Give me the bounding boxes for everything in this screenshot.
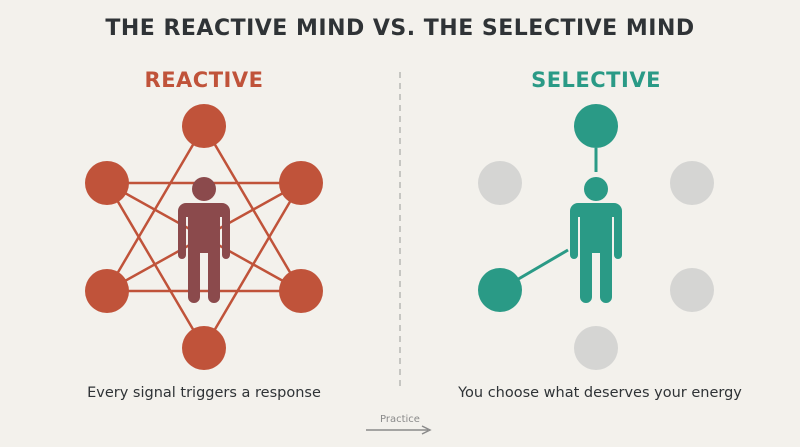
reactive-caption: Every signal triggers a response	[87, 385, 321, 401]
person-body	[178, 203, 230, 303]
person-head	[192, 177, 216, 201]
reactive-node	[85, 269, 129, 313]
connection-line	[202, 124, 303, 293]
practice-arrow	[366, 425, 432, 435]
selective-connection-left	[514, 248, 569, 283]
reactive-connections	[105, 124, 303, 350]
person-body	[570, 203, 622, 303]
page-title: THE REACTIVE MIND VS. THE SELECTIVE MIND	[105, 16, 695, 41]
selective-heading: SELECTIVE	[531, 68, 661, 92]
reactive-node	[279, 161, 323, 205]
reactive-person	[178, 177, 230, 303]
connection-line	[202, 181, 303, 350]
ignored-node	[670, 161, 714, 205]
reactive-node	[85, 161, 129, 205]
selected-node-top	[574, 104, 618, 148]
practice-label: Practice	[380, 414, 420, 425]
connection-line	[105, 181, 206, 350]
reactive-heading: REACTIVE	[144, 68, 264, 92]
person-head	[584, 177, 608, 201]
reactive-node	[182, 104, 226, 148]
ignored-node	[670, 268, 714, 312]
selective-person	[570, 177, 622, 303]
reactive-node	[279, 269, 323, 313]
selective-network	[478, 104, 714, 370]
reactive-network	[85, 104, 323, 370]
selected-node-left	[478, 268, 522, 312]
ignored-node	[478, 161, 522, 205]
selective-caption: You choose what deserves your energy	[458, 385, 742, 401]
reactive-node	[182, 326, 226, 370]
connection-line	[105, 124, 206, 293]
ignored-node	[574, 326, 618, 370]
